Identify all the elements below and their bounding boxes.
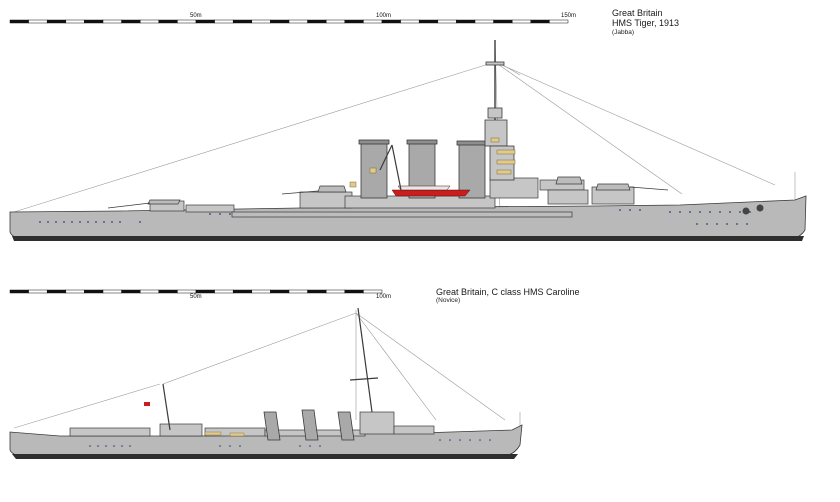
caroline-author: (Novice) [436,297,461,305]
caroline-portholes [89,439,491,447]
caroline-brass-fittings [204,431,245,437]
scale-segment [158,289,178,294]
scale-segment [288,289,308,294]
tiger-caption: Great Britain HMS Tiger, 1913 (Jabba) [612,8,679,36]
caroline-scale-100m: 100m [376,294,392,300]
tiger-crane [379,144,402,191]
scale-segment [251,289,271,294]
tiger-country: Great Britain [612,8,663,18]
tiger-brass-fittings [349,137,516,188]
tiger-anchors [742,204,764,215]
scale-segment [65,289,85,294]
scale-segment [9,289,29,294]
scale-segment [325,289,346,294]
caroline-funnels [263,409,355,441]
tiger-superstructure [149,177,635,218]
tiger-boats [391,185,471,197]
scale-segment [84,289,104,294]
caroline-scale-50m: 50m [190,294,202,300]
scale-segment [177,289,197,294]
scale-segment [232,289,253,294]
scale-segment [121,289,141,294]
scale-segment [28,289,48,294]
scale-segment [363,289,383,294]
tiger-author: (Jabba) [612,28,635,36]
caroline-ship-name: Great Britain, C class HMS Caroline [436,287,580,297]
scale-segment [270,289,290,294]
scale-segment [214,289,234,294]
scale-segment [549,19,569,24]
caroline-boot-topping [12,454,518,459]
caroline-caption: Great Britain, C class HMS Caroline (Nov… [436,287,580,305]
caroline-masts [162,307,379,431]
scale-segment [139,289,160,294]
scale-segment [307,289,327,294]
scale-segment [195,289,215,294]
tiger-scale-50m: 50m [190,13,202,19]
tiger-scale-100m: 100m [376,13,392,19]
tiger-ship-name: HMS Tiger, 1913 [612,18,680,29]
scale-segment [344,289,364,294]
tiger-boot-topping [12,236,804,241]
tiger-scale-150m: 150m [561,13,577,19]
tiger-turrets [107,176,669,209]
scale-segment [102,289,122,294]
caroline-ensign [144,402,150,406]
scale-segment [46,289,67,294]
